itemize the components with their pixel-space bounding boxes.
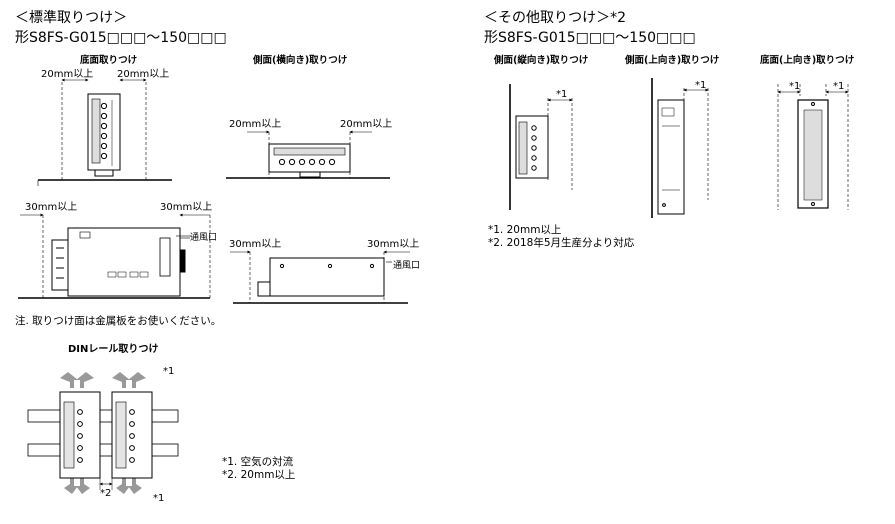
caption-din-rail: DINレール取りつけ bbox=[68, 344, 159, 355]
panel-b-drawing bbox=[230, 250, 410, 304]
dim-label-side-left: 20mm以上 bbox=[229, 119, 282, 130]
caption-bottom-up-mount: 底面(上向き)取りつけ bbox=[760, 55, 855, 66]
vent-label-a: 通風口 bbox=[190, 233, 218, 243]
side-vertical-mount-drawing bbox=[509, 84, 573, 210]
din-star1-top: *1 bbox=[163, 366, 175, 377]
caption-bottom-mount: 底面取りつけ bbox=[80, 55, 138, 66]
vent-label-b: 通風口 bbox=[393, 261, 421, 271]
dim-label-30-b-right: 30mm以上 bbox=[367, 239, 420, 250]
bottom-mount-drawing bbox=[37, 78, 172, 186]
caption-side-vertical-mount: 側面(縦向き)取りつけ bbox=[494, 55, 589, 66]
bottom-up-mount-drawing bbox=[777, 84, 849, 210]
left-heading: ＜標準取りつけ＞ bbox=[15, 10, 128, 26]
panel-a-drawing bbox=[18, 213, 211, 299]
left-model-number: 形S8FS-G015□□□～150□□□ bbox=[15, 30, 227, 46]
caption-side-horizontal-mount: 側面(横向き)取りつけ bbox=[253, 55, 348, 66]
right-note-2: *2. 2018年5月生産分より対応 bbox=[488, 237, 635, 249]
right-star-b: *1 bbox=[695, 80, 707, 91]
caption-side-up-mount: 側面(上向き)取りつけ bbox=[625, 55, 720, 66]
din-note-2: *2. 20mm以上 bbox=[222, 469, 296, 481]
din-note-1: *1. 空気の対流 bbox=[222, 456, 294, 468]
dim-label-top-right: 20mm以上 bbox=[117, 69, 170, 80]
right-star-c: *1 bbox=[789, 81, 801, 92]
din-star1-bottom: *1 bbox=[153, 493, 165, 504]
dim-label-30-b-left: 30mm以上 bbox=[229, 239, 282, 250]
right-star-d: *1 bbox=[833, 81, 845, 92]
dim-label-30-a-left: 30mm以上 bbox=[25, 202, 78, 213]
dim-label-30-a-right: 30mm以上 bbox=[160, 202, 213, 213]
dim-label-side-right: 20mm以上 bbox=[340, 119, 393, 130]
right-heading: ＜その他取りつけ＞*2 bbox=[484, 10, 627, 26]
side-up-mount-drawing bbox=[651, 78, 709, 218]
right-model-number: 形S8FS-G015□□□～150□□□ bbox=[484, 30, 696, 46]
din-star2: *2 bbox=[100, 488, 112, 499]
right-note-1: *1. 20mm以上 bbox=[488, 224, 562, 236]
din-rail-drawing bbox=[27, 372, 179, 494]
right-star-a: *1 bbox=[556, 89, 568, 100]
dim-label-top-left: 20mm以上 bbox=[41, 69, 94, 80]
side-horizontal-mount-drawing bbox=[226, 130, 390, 179]
mounting-surface-note: 注. 取りつけ面は金属板をお使いください。 bbox=[15, 315, 222, 327]
